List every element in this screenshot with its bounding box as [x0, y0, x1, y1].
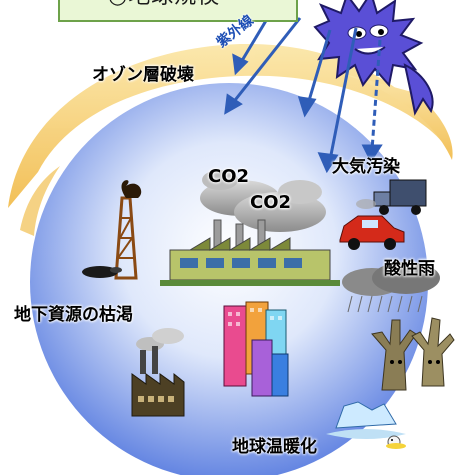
label-air-pollution: 大気汚染 — [332, 157, 400, 177]
small-factory-icon — [131, 328, 185, 417]
truck-icon — [356, 179, 427, 215]
dead-tree-icon — [371, 317, 455, 391]
uv-ray-arrows — [224, 13, 383, 174]
page-title: ○地球規模 — [108, 0, 220, 10]
acid-rain-cloud-icon — [342, 262, 440, 313]
label-ozone-depletion: オゾン層破壊 — [92, 65, 194, 85]
ozone-layer-band — [8, 43, 453, 236]
building-icon — [223, 301, 289, 397]
label-co2-2: CO2 — [250, 192, 292, 213]
sun-villain-icon — [313, 0, 434, 116]
label-resource-depletion: 地下資源の枯渇 — [14, 305, 133, 325]
iceberg-icon — [326, 401, 406, 449]
label-global-warming: 地球温暖化 — [232, 437, 317, 457]
label-acid-rain: 酸性雨 — [384, 259, 435, 279]
factory-icon — [160, 170, 340, 286]
oil-derrick-icon — [82, 180, 142, 280]
car-icon — [339, 215, 405, 250]
label-co2-1: CO2 — [208, 166, 250, 187]
title-box: ○地球規模 — [58, 0, 298, 22]
